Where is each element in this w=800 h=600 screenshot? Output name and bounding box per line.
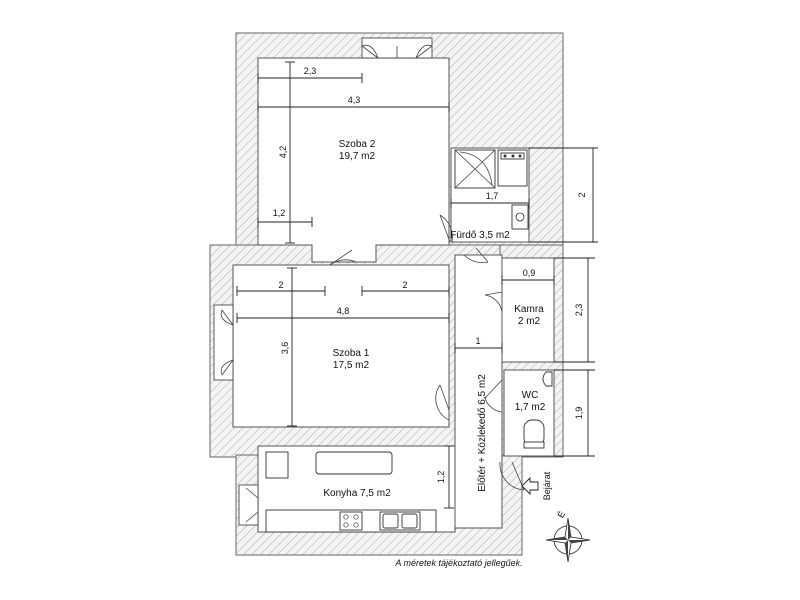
room-labels: Szoba 2 19,7 m2 Fürdő 3,5 m2 Szoba 1 17,… [323, 139, 545, 499]
room-kamra [501, 257, 555, 363]
dim-szoba1-left: 2 [278, 280, 283, 290]
dim-corridor: 1 [475, 336, 480, 346]
dim-konyha-height: 1,2 [436, 471, 446, 484]
dim-szoba1-right: 2 [402, 280, 407, 290]
stove-icon [339, 511, 363, 531]
dim-kamra-width: 0,9 [523, 268, 536, 278]
dim-furdo-width: 1,7 [486, 191, 499, 201]
compass: É [545, 509, 591, 563]
entrance-arrow-icon [521, 476, 539, 496]
entrance-label: Bejárat [542, 471, 552, 500]
compass-north-label: É [556, 509, 568, 519]
dim-szoba1-height: 3,6 [280, 342, 290, 355]
szoba1-area: 17,5 m2 [333, 360, 370, 371]
fixtures [265, 149, 553, 533]
room-eloter [454, 254, 503, 529]
dimension-labels: 2,3 4,3 4,2 1,2 1,7 2 2 2 4,8 3,6 1 0,9 … [273, 66, 587, 483]
room-szoba-1 [232, 264, 450, 428]
szoba1-name: Szoba 1 [333, 348, 370, 359]
kamra-area: 2 m2 [518, 316, 541, 327]
szoba2-name: Szoba 2 [339, 139, 376, 150]
dim-szoba2-width: 4,3 [348, 95, 361, 105]
konyha-label: Konyha 7,5 m2 [323, 488, 391, 499]
dim-szoba1-width: 4,8 [337, 306, 350, 316]
eloter-label: Előtér + Közlekedő 6,5 m2 [477, 374, 488, 492]
dim-szoba2-top: 2,3 [304, 66, 317, 76]
kamra-name: Kamra [514, 304, 544, 315]
dim-szoba2-height: 4,2 [278, 146, 288, 159]
dim-kamra-height: 2,3 [574, 304, 584, 317]
szoba2-area: 19,7 m2 [339, 151, 376, 162]
entrance-marker: Bejárat [521, 471, 552, 500]
kitchen-counter-top [265, 451, 289, 479]
dim-szoba2-niche: 1,2 [273, 208, 286, 218]
dimension-lines [236, 61, 598, 509]
wc-name: WC [522, 390, 539, 401]
room-szoba-2 [257, 57, 450, 263]
furdo-label: Fürdő 3,5 m2 [450, 230, 510, 241]
openings [213, 37, 525, 526]
dim-furdo-height: 2 [577, 192, 587, 197]
footnote: A méretek tájékoztató jellegűek. [394, 558, 522, 568]
dim-wc-height: 1,9 [574, 407, 584, 420]
wc-area: 1,7 m2 [515, 402, 546, 413]
